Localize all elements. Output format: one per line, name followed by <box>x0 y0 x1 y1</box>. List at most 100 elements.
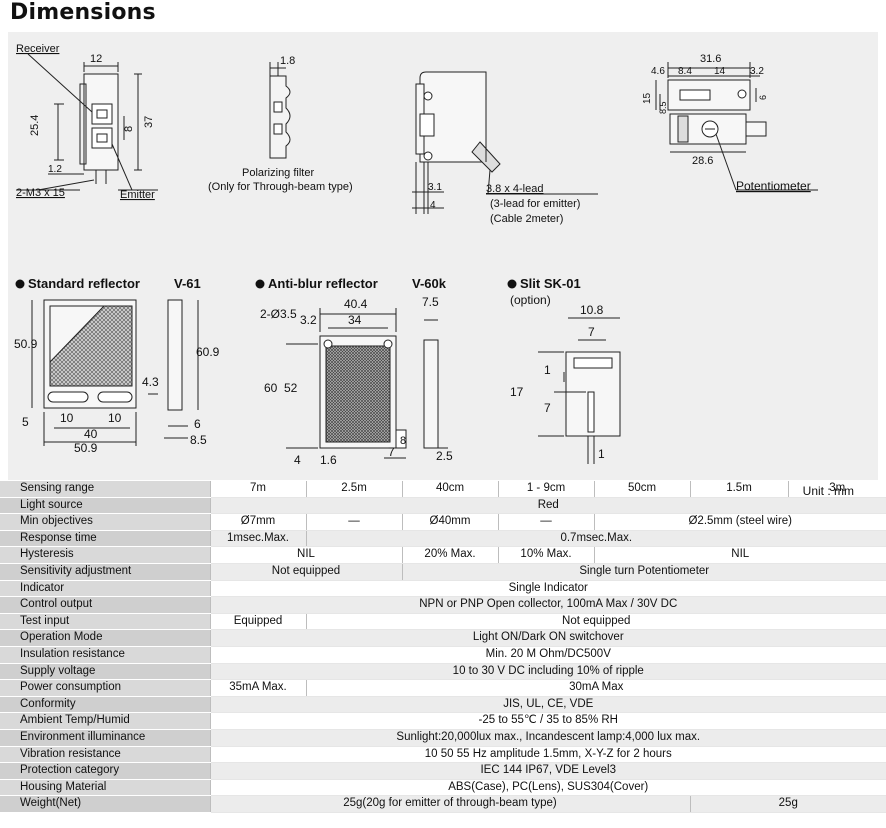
polarizing-filter-note: (Only for Through-beam type) <box>208 181 353 193</box>
bullet-icon <box>255 279 265 289</box>
spec-value: 2.5m <box>305 481 402 498</box>
dim-v60k-7: 7 <box>388 445 395 459</box>
spec-value: 10% Max. <box>497 546 594 564</box>
dim-front-h2: 37 <box>143 116 155 128</box>
page-title: Dimensions <box>10 0 156 25</box>
spec-value: Not equipped <box>305 613 886 631</box>
spec-value: 20% Max. <box>401 546 498 564</box>
dim-v61-5: 5 <box>22 415 29 429</box>
reflector-v60k-drawing <box>286 308 448 459</box>
spec-value: NPN or PNP Open collector, 100mA Max / 3… <box>209 596 886 614</box>
spec-value: 35mA Max. <box>209 679 306 697</box>
potentiometer-label: Potentiometer <box>736 179 811 193</box>
dim-v60k-404: 40.4 <box>344 297 368 311</box>
dim-top-b: 8.4 <box>678 66 692 77</box>
receiver-label: Receiver <box>16 43 60 55</box>
spec-label: Supply voltage <box>0 663 210 681</box>
reflector-v61-model: V-61 <box>174 276 201 291</box>
dim-top-total: 31.6 <box>700 53 721 65</box>
spec-label: Power consumption <box>0 679 210 697</box>
dim-v61-h: 50.9 <box>14 337 38 351</box>
sensor-side-drawing <box>412 71 598 214</box>
spec-label: Test input <box>0 613 210 631</box>
spec-value: -25 to 55℃ / 35 to 85% RH <box>209 712 886 730</box>
dim-v60k-8: 8 <box>400 435 406 447</box>
dim-front-mid: 8 <box>123 126 135 132</box>
dim-v60k-25: 2.5 <box>436 449 453 463</box>
dim-top-c: 14 <box>714 66 726 77</box>
spec-value: 30mA Max <box>305 679 886 697</box>
spec-value: NIL <box>593 546 886 564</box>
spec-value: 3m <box>787 481 886 498</box>
spec-label: Light source <box>0 497 210 515</box>
dim-filter: 1.8 <box>280 55 295 67</box>
spec-label: Hysteresis <box>0 546 210 564</box>
spec-row: Ambient Temp/Humid-25 to 55℃ / 35 to 85%… <box>0 712 886 730</box>
dim-v60k-holes: 2-Ø3.5 <box>260 307 297 321</box>
dim-v60k-4: 4 <box>294 453 301 467</box>
spec-label: Sensitivity adjustment <box>0 563 210 581</box>
spec-label: Ambient Temp/Humid <box>0 712 210 730</box>
emitter-label: Emitter <box>120 189 155 201</box>
spec-value: Ø2.5mm (steel wire) <box>593 513 886 531</box>
dim-v60k-75: 7.5 <box>422 295 439 309</box>
spec-value: 0.7msec.Max. <box>305 530 886 548</box>
dim-front-bottom: 1.2 <box>48 164 62 175</box>
dim-top-h: 15 <box>642 92 653 104</box>
reflector-v61-drawing <box>31 299 199 446</box>
lead-note-2: (Cable 2meter) <box>490 213 563 225</box>
spec-value: Sunlight:20,000lux max., Incandescent la… <box>209 729 886 747</box>
spec-value: 25g <box>689 795 886 813</box>
spec-value: ABS(Case), PC(Lens), SUS304(Cover) <box>209 779 886 797</box>
spec-label: Environment illuminance <box>0 729 210 747</box>
dim-v61-small: 4.3 <box>142 375 159 389</box>
dim-front-h1: 25.4 <box>29 115 41 136</box>
sensor-top-drawing <box>655 62 818 191</box>
screw-label: 2-M3 x 15 <box>16 187 65 199</box>
dim-top-bottom: 28.6 <box>692 155 713 167</box>
spec-label: Response time <box>0 530 210 548</box>
reflector-v60k-title: Anti-blur reflector <box>268 276 378 291</box>
spec-row: Weight(Net)25g(20g for emitter of throug… <box>0 795 886 813</box>
lead-note-1: (3-lead for emitter) <box>490 198 580 210</box>
dim-v61-509: 50.9 <box>74 441 98 455</box>
dim-slit-108: 10.8 <box>580 303 604 317</box>
dim-v61-10b: 10 <box>108 411 122 425</box>
dim-slit-1b: 1 <box>598 447 605 461</box>
dim-v61-6: 6 <box>194 417 201 431</box>
dim-top-e: 8.5 <box>658 101 668 114</box>
spec-value: Equipped <box>209 613 306 631</box>
spec-value: 1.5m <box>689 481 788 498</box>
dim-v60k-60: 60 <box>264 381 278 395</box>
spec-value: Single Indicator <box>209 580 886 598</box>
dim-slit-17: 17 <box>510 385 524 399</box>
dim-v61-40: 40 <box>84 427 98 441</box>
dim-side-a: 3.1 <box>428 182 442 193</box>
dim-v61-side: 60.9 <box>196 345 220 359</box>
spec-label: Housing Material <box>0 779 210 797</box>
dim-v60k-16: 1.6 <box>320 453 337 467</box>
dim-front-width: 12 <box>90 53 102 65</box>
spec-label: Operation Mode <box>0 629 210 647</box>
spec-value: Ø7mm <box>209 513 306 531</box>
reflector-v61-title: Standard reflector <box>28 276 140 291</box>
spec-value: 1msec.Max. <box>209 530 306 548</box>
spec-value: NIL <box>209 546 402 564</box>
sensor-front-drawing <box>16 53 158 191</box>
slit-drawing <box>538 317 621 464</box>
lead-label: 3.8 x 4-lead <box>486 183 543 195</box>
